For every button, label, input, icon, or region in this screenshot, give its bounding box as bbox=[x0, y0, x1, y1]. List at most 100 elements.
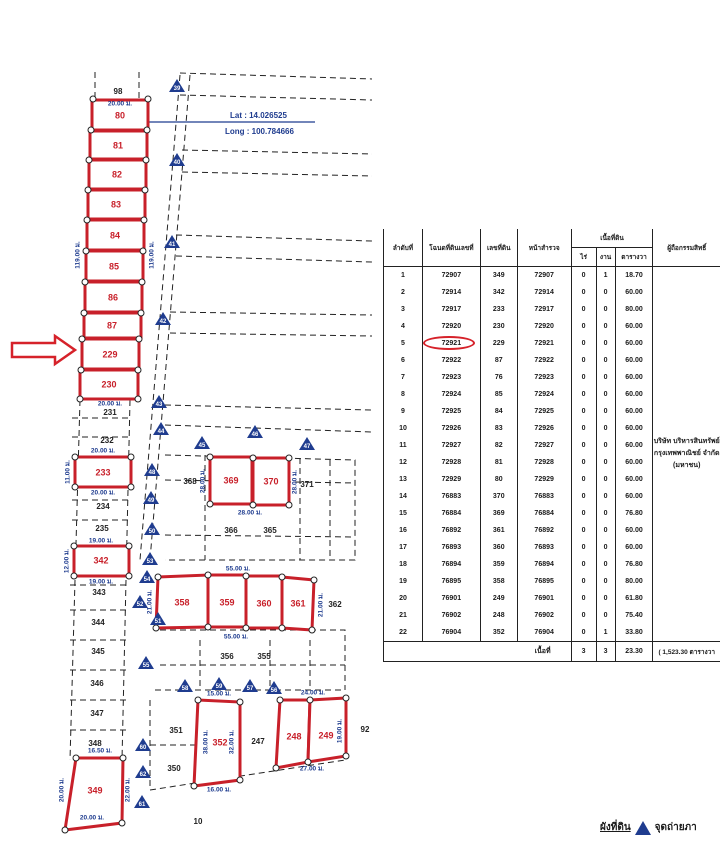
svg-text:50: 50 bbox=[149, 529, 156, 535]
table-cell: 21 bbox=[383, 607, 423, 624]
table-cell: 0 bbox=[595, 590, 616, 607]
plot-230 bbox=[78, 368, 140, 401]
table-cell: 72914 bbox=[516, 284, 572, 301]
dimension-label: 19.00 ม. bbox=[89, 579, 113, 586]
plot-82 bbox=[87, 158, 148, 191]
table-cell: 60.00 bbox=[614, 522, 653, 539]
table-cell: 60.00 bbox=[614, 386, 653, 403]
table-cell: 85 bbox=[479, 386, 518, 403]
table-cell: 0 bbox=[595, 488, 616, 505]
table-cell: 61.80 bbox=[614, 590, 653, 607]
table-cell: 76895 bbox=[421, 573, 481, 590]
table-cell: 72921 bbox=[421, 335, 481, 352]
svg-text:49: 49 bbox=[148, 498, 155, 504]
table-cell: 72926 bbox=[516, 420, 572, 437]
marker-icon: 61 bbox=[134, 795, 150, 808]
table-cell: 0 bbox=[570, 573, 597, 590]
marker-icon: 46 bbox=[247, 425, 263, 438]
table-cell: 72921 bbox=[516, 335, 572, 352]
table-cell: 248 bbox=[479, 607, 518, 624]
table-cell: 76.80 bbox=[614, 505, 653, 522]
svg-text:54: 54 bbox=[144, 577, 151, 583]
table-cell: 82 bbox=[479, 437, 518, 454]
table-cell: 0 bbox=[595, 522, 616, 539]
lot-number: 355 bbox=[257, 652, 271, 661]
plot-label: 359 bbox=[219, 597, 234, 607]
table-cell: 1 bbox=[595, 266, 616, 284]
dimension-label: 19.00 ม. bbox=[337, 719, 344, 743]
table-cell: 76892 bbox=[516, 522, 572, 539]
lot-number: 247 bbox=[251, 737, 265, 746]
plot-label: 349 bbox=[87, 785, 102, 795]
total-label: เนื้อที่ bbox=[383, 641, 572, 662]
table-cell: 0 bbox=[570, 420, 597, 437]
table-cell: 22 bbox=[383, 624, 423, 642]
svg-text:40: 40 bbox=[174, 160, 181, 166]
table-cell: 60.00 bbox=[614, 352, 653, 369]
dimension-label: 28.00 ม. bbox=[200, 469, 207, 493]
total-wa: 23.30 bbox=[614, 641, 653, 662]
plot-83 bbox=[86, 188, 147, 221]
plot-label: 361 bbox=[290, 598, 305, 608]
table-cell: 80 bbox=[479, 471, 518, 488]
dimension-label: 11.00 ม. bbox=[65, 460, 72, 484]
plot-87 bbox=[82, 311, 143, 340]
table-cell: 0 bbox=[570, 471, 597, 488]
dimension-label: 119.00 ม. bbox=[149, 241, 156, 269]
table-cell: 72907 bbox=[516, 266, 572, 284]
table-cell: 0 bbox=[595, 454, 616, 471]
dimension-label: 55.00 ม. bbox=[226, 566, 250, 573]
lot-number: 234 bbox=[96, 502, 110, 511]
svg-text:41: 41 bbox=[169, 242, 176, 248]
table-cell: 342 bbox=[479, 284, 518, 301]
plot-label: 230 bbox=[101, 379, 116, 389]
marker-icon: 50 bbox=[144, 522, 160, 535]
table-cell: 0 bbox=[570, 454, 597, 471]
header-wa: ตารางวา bbox=[614, 247, 653, 267]
plot-233 bbox=[73, 455, 133, 489]
table-cell: 7 bbox=[383, 369, 423, 386]
table-cell: 76902 bbox=[421, 607, 481, 624]
dimension-label: 20.00 ม. bbox=[59, 778, 66, 802]
plot-label: 370 bbox=[263, 476, 278, 486]
marker-icon: 53 bbox=[142, 552, 158, 565]
table-cell: 0 bbox=[595, 318, 616, 335]
table-cell: 0 bbox=[570, 607, 597, 624]
lot-number: 368 bbox=[183, 477, 197, 486]
marker-icon: 55 bbox=[138, 656, 154, 669]
dimension-label: 32.00 ม. bbox=[229, 730, 236, 754]
plot-label: 86 bbox=[108, 292, 118, 302]
lot-number: 371 bbox=[300, 480, 314, 489]
header-land-no: เลขที่ดิน bbox=[479, 229, 518, 267]
marker-icon: 41 bbox=[164, 235, 180, 248]
svg-text:45: 45 bbox=[199, 443, 206, 449]
table-cell: 84 bbox=[479, 403, 518, 420]
legend-title: ผังที่ดิน bbox=[600, 822, 631, 833]
table-cell: 0 bbox=[595, 284, 616, 301]
table-cell: 0 bbox=[570, 505, 597, 522]
dimension-label: 15.00 ม. bbox=[207, 691, 231, 698]
table-cell: 60.00 bbox=[614, 471, 653, 488]
table-cell: 0 bbox=[570, 266, 597, 284]
dimension-label: 16.50 ม. bbox=[88, 748, 112, 755]
table-cell: 229 bbox=[479, 335, 518, 352]
svg-text:51: 51 bbox=[155, 619, 162, 625]
table-cell: 0 bbox=[595, 573, 616, 590]
table-cell: 3 bbox=[383, 301, 423, 318]
table-cell: 0 bbox=[570, 335, 597, 352]
plot-80 bbox=[90, 98, 150, 132]
table-cell: 19 bbox=[383, 573, 423, 590]
plot-label: 369 bbox=[223, 475, 238, 485]
table-cell: 76894 bbox=[421, 556, 481, 573]
table-cell: 370 bbox=[479, 488, 518, 505]
table-cell: 76884 bbox=[421, 505, 481, 522]
table-cell: 72925 bbox=[421, 403, 481, 420]
marker-icon: 48 bbox=[144, 463, 160, 476]
plot-label: 83 bbox=[111, 199, 121, 209]
lot-number: 365 bbox=[263, 526, 277, 535]
